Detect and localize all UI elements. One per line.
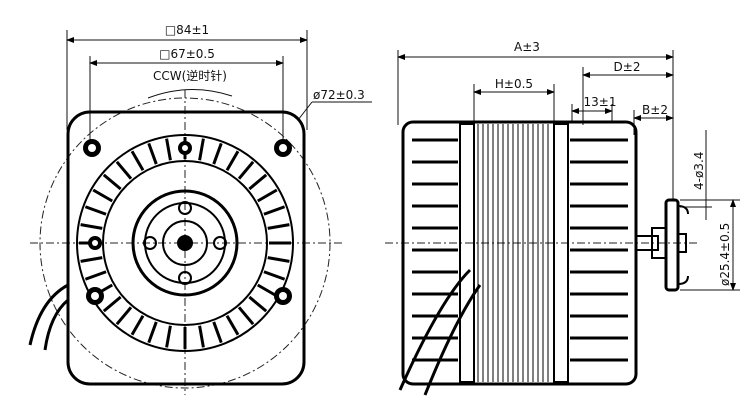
dim-holes-label: 4-ø3.4 (692, 152, 706, 190)
rotation-arrow (147, 89, 233, 99)
dim-circle-label: ø72±0.3 (313, 88, 365, 102)
dim-d-label: D±2 (614, 60, 641, 74)
mounting-screws (83, 139, 292, 305)
dim-outer-square-label: □84±1 (165, 23, 209, 37)
cooling-fins (79, 137, 291, 349)
shaft (635, 235, 659, 251)
motor-housing (66, 110, 306, 386)
dim-total-length-label: A±3 (514, 40, 540, 54)
power-cable (28, 283, 69, 346)
side-view: A±3 D±2 H±0.5 13±1 B±2 4 (385, 40, 740, 396)
flange (664, 198, 680, 292)
dim-stator-label: H±0.5 (495, 77, 533, 91)
motor-body (401, 120, 638, 386)
dim-13-label: 13±1 (584, 95, 617, 109)
front-view: □84±1 □67±0.5 CCW(逆时针) ø72±0.3 (28, 23, 372, 395)
dim-b-label: B±2 (642, 103, 668, 117)
side-power-cable (398, 268, 472, 391)
dim-flange-label: ø25.4±0.5 (718, 223, 732, 286)
side-fins (412, 138, 628, 362)
dim-inner-square-label: □67±0.5 (159, 47, 215, 61)
stator-laminations (477, 124, 549, 382)
rotation-label: CCW(逆时针) (153, 68, 227, 83)
